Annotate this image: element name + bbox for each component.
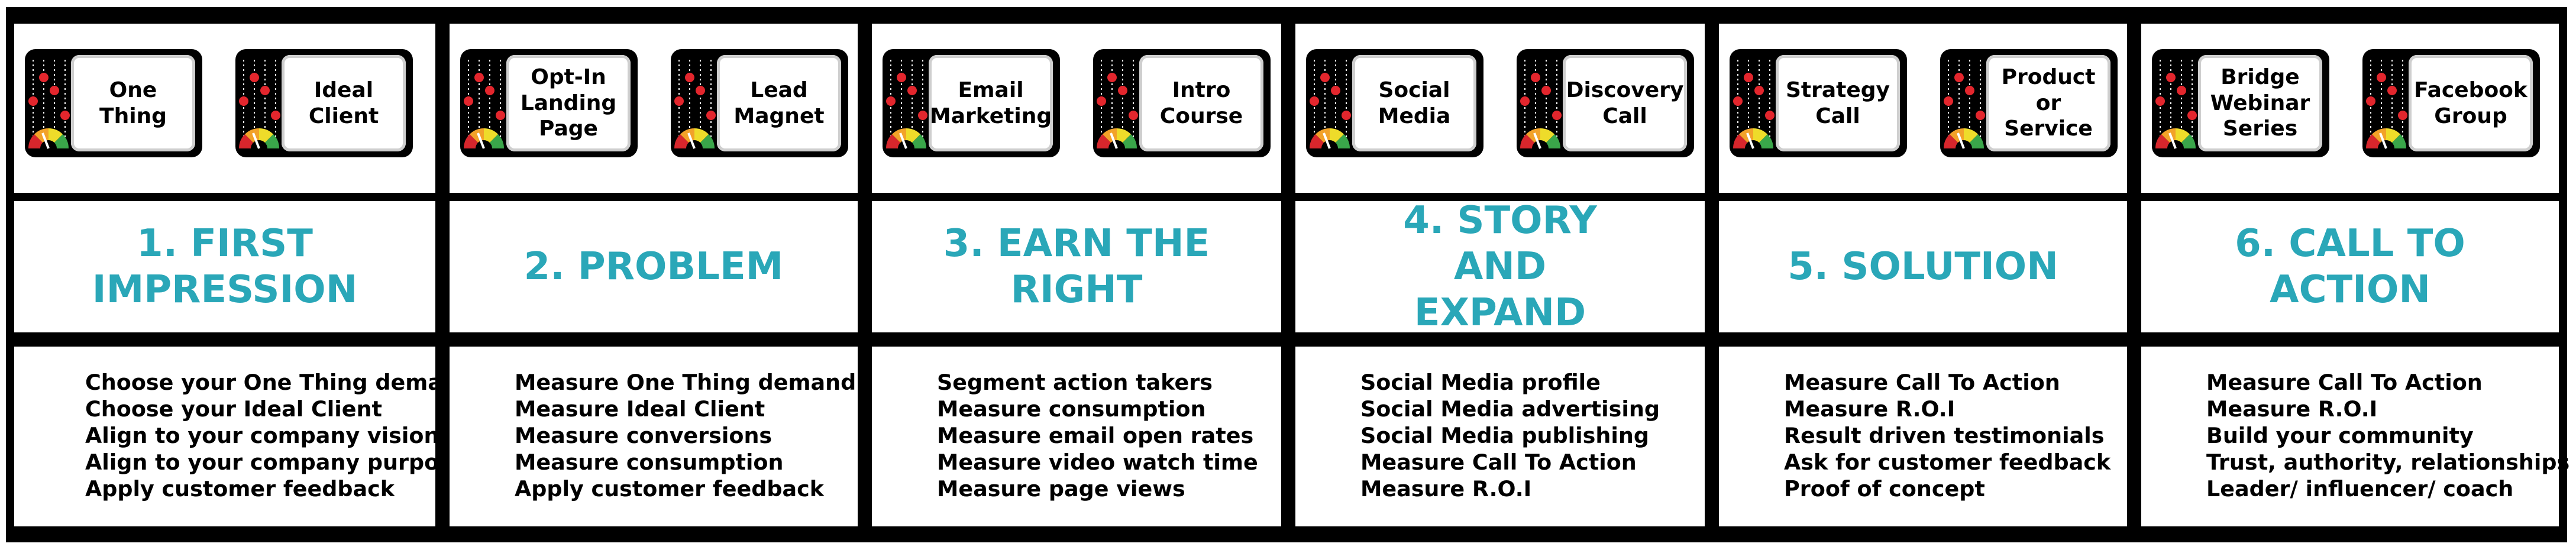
tool-card: Strategy Call xyxy=(1730,49,1907,157)
tool-card-label: Facebook Group xyxy=(2409,55,2533,151)
checklist-item: Measure Call To Action xyxy=(1360,449,1637,475)
tool-card: Intro Course xyxy=(1093,49,1271,157)
tool-card-label: Intro Course xyxy=(1139,55,1263,151)
checklist-item: Build your community xyxy=(2206,423,2474,448)
checklist-item: Leader/ influencer/ coach xyxy=(2206,476,2514,502)
tool-card-label: Discovery Call xyxy=(1563,55,1687,151)
checklist-item: Choose your Ideal Client xyxy=(85,396,382,422)
stage-header: 6. CALL TO ACTION xyxy=(2141,201,2559,332)
tool-card-label: One Thing xyxy=(71,55,195,151)
checklist-item: Measure video watch time xyxy=(937,449,1258,475)
tool-card-label: Email Marketing xyxy=(929,55,1053,151)
checklist-item: Measure consumption xyxy=(937,396,1206,422)
tool-card-label: Product or Service xyxy=(1986,55,2110,151)
tool-card: Lead Magnet xyxy=(671,49,848,157)
checklist-item: Align to your company purpose xyxy=(85,449,467,475)
slider-gauge-icon xyxy=(2366,60,2407,157)
slider-gauge-icon xyxy=(1520,60,1562,157)
tool-card: Opt-In Landing Page xyxy=(460,49,638,157)
stage-header: 1. FIRST IMPRESSION xyxy=(14,201,435,332)
tool-card-label: Ideal Client xyxy=(282,55,406,151)
slider-gauge-icon xyxy=(886,60,927,157)
checklist-item: Ask for customer feedback xyxy=(1784,449,2111,475)
checklist-item: Measure consumption xyxy=(515,449,784,475)
stage-header: 2. PROBLEM xyxy=(450,201,858,332)
checklist-item: Measure R.O.I xyxy=(1360,476,1532,502)
checklist-item: Proof of concept xyxy=(1784,476,1985,502)
checklist-item: Measure R.O.I xyxy=(1784,396,1956,422)
slider-gauge-icon xyxy=(2155,60,2197,157)
checklist-item: Social Media advertising xyxy=(1360,396,1660,422)
tool-card: Ideal Client xyxy=(235,49,413,157)
tool-card: Discovery Call xyxy=(1517,49,1694,157)
checklist-item: Align to your company vision xyxy=(85,423,439,448)
checklist-item: Measure Call To Action xyxy=(2206,370,2483,395)
slider-gauge-icon xyxy=(674,60,716,157)
slider-gauge-icon xyxy=(28,60,70,157)
slider-gauge-icon xyxy=(1097,60,1138,157)
slider-gauge-icon xyxy=(1733,60,1775,157)
checklist-item: Apply customer feedback xyxy=(515,476,825,502)
checklist-item: Measure page views xyxy=(937,476,1185,502)
checklist-item: Measure One Thing demand xyxy=(515,370,856,395)
tool-card-label: Lead Magnet xyxy=(717,55,841,151)
tool-card: Social Media xyxy=(1306,49,1483,157)
slider-gauge-icon xyxy=(1310,60,1351,157)
checklist-item: Measure R.O.I xyxy=(2206,396,2378,422)
stage-header: 5. SOLUTION xyxy=(1719,201,2127,332)
checklist-item: Measure Ideal Client xyxy=(515,396,765,422)
tool-card-label: Social Media xyxy=(1352,55,1476,151)
checklist-item: Result driven testimonials xyxy=(1784,423,2105,448)
checklist-item: Trust, authority, relationships xyxy=(2206,449,2570,475)
tool-card-label: Opt-In Landing Page xyxy=(506,55,631,151)
checklist-item: Measure conversions xyxy=(515,423,773,448)
tool-card: Facebook Group xyxy=(2362,49,2540,157)
checklist-item: Measure Call To Action xyxy=(1784,370,2060,395)
stage-header: 4. STORY AND EXPAND xyxy=(1295,199,1705,335)
tool-card: Email Marketing xyxy=(883,49,1060,157)
checklist-item: Segment action takers xyxy=(937,370,1213,395)
checklist-item: Measure email open rates xyxy=(937,423,1254,448)
checklist-item: Social Media profile xyxy=(1360,370,1601,395)
slider-gauge-icon xyxy=(1944,60,1985,157)
slider-gauge-icon xyxy=(239,60,280,157)
tool-card: Bridge Webinar Series xyxy=(2152,49,2329,157)
checklist-item: Social Media publishing xyxy=(1360,423,1650,448)
tool-card: One Thing xyxy=(25,49,202,157)
checklist-item: Choose your One Thing demand xyxy=(85,370,474,395)
tool-card: Product or Service xyxy=(1940,49,2118,157)
slider-gauge-icon xyxy=(464,60,505,157)
stage-header: 3. EARN THE RIGHT xyxy=(872,201,1281,332)
checklist-item: Apply customer feedback xyxy=(85,476,395,502)
tool-card-label: Strategy Call xyxy=(1776,55,1900,151)
tool-card-label: Bridge Webinar Series xyxy=(2198,55,2322,151)
